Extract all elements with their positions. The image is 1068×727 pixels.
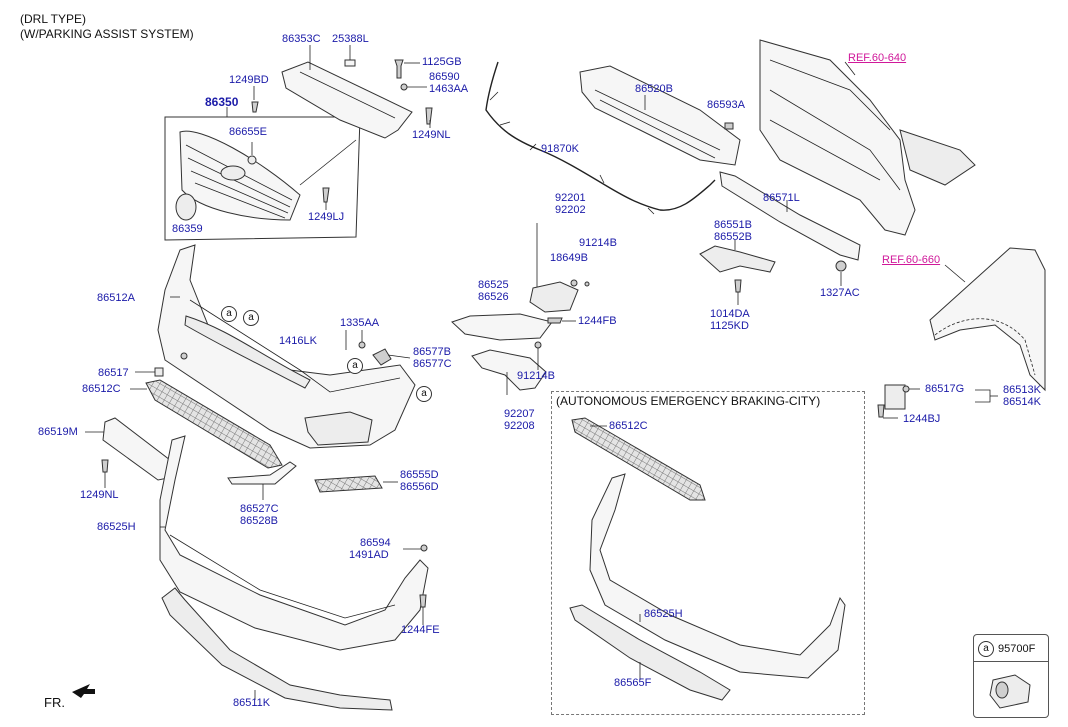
- label-1416LK: 1416LK: [279, 335, 317, 347]
- label-86577C: 86577C: [413, 358, 452, 370]
- bumper-trim: [227, 461, 297, 485]
- lower-bumper-lip: [159, 435, 429, 651]
- front-bumper-cover: [157, 244, 416, 449]
- legend-divider: [974, 661, 1048, 662]
- fog-lamp-cover-upper: [451, 313, 553, 341]
- label-1249NL-upper: 1249NL: [412, 129, 451, 141]
- energy-absorber: [579, 65, 741, 166]
- aeb-variant-box: [551, 391, 865, 715]
- label-86555D: 86555D: [400, 469, 439, 481]
- grille-emblem: [220, 165, 246, 181]
- label-25388L: 25388L: [332, 33, 369, 45]
- clip-25388L: [344, 59, 356, 67]
- aeb-lower-grille: [571, 417, 706, 501]
- front-carrier: [759, 39, 916, 236]
- label-86528B: 86528B: [240, 515, 278, 527]
- label-1125GB: 1125GB: [422, 56, 462, 68]
- label-86551B: 86551B: [714, 219, 752, 231]
- label-86556D: 86556D: [400, 481, 439, 493]
- label-86512C: 86512C: [82, 383, 121, 395]
- label-86594: 86594: [360, 537, 391, 549]
- label-86590: 86590: [429, 71, 460, 83]
- label-92207: 92207: [504, 408, 535, 420]
- label-1125KD: 1125KD: [710, 320, 749, 332]
- label-86527C: 86527C: [240, 503, 279, 515]
- fog-lamp-cover-lower: [471, 349, 547, 391]
- label-92201: 92201: [555, 192, 586, 204]
- label-86512C-aeb: 86512C: [609, 420, 648, 432]
- lower-lip-skid: [161, 587, 393, 711]
- callout-a-1: a: [221, 306, 237, 322]
- label-86517G: 86517G: [925, 383, 965, 395]
- ref-60-640-link[interactable]: REF.60-640: [848, 52, 907, 64]
- label-86511K: 86511K: [233, 697, 271, 709]
- label-1335AA: 1335AA: [340, 317, 380, 329]
- callout-a-2: a: [243, 310, 259, 326]
- label-86513K: 86513K: [1003, 384, 1041, 396]
- legend-box: a 95700F: [973, 634, 1049, 718]
- label-91214B-lower: 91214B: [517, 370, 555, 382]
- label-91214B-upper: 91214B: [579, 237, 617, 249]
- aeb-title: (AUTONOMOUS EMERGENCY BRAKING-CITY): [556, 394, 821, 408]
- header-line1: (DRL TYPE): [20, 12, 87, 26]
- label-86512A: 86512A: [97, 292, 135, 304]
- aeb-lower-bumper-lip: [589, 473, 846, 679]
- label-86577B: 86577B: [413, 346, 451, 358]
- grille-inset-frame: [164, 116, 361, 241]
- label-1244BJ: 1244BJ: [903, 413, 941, 425]
- fog-lamp-bracket: [529, 281, 579, 313]
- label-86350: 86350: [205, 95, 239, 109]
- ref-60-660-link[interactable]: REF.60-660: [882, 254, 941, 266]
- label-86525H-aeb: 86525H: [644, 608, 683, 620]
- label-86525H: 86525H: [97, 521, 136, 533]
- aeb-lower-lip-skid: [569, 604, 731, 701]
- label-18649B: 18649B: [550, 252, 588, 264]
- label-86514K: 86514K: [1003, 396, 1041, 408]
- label-91870K: 91870K: [541, 143, 579, 155]
- grille-upper-cover: [281, 61, 413, 139]
- parking-sensor-wiring: [485, 61, 716, 211]
- emblem-86359: [175, 193, 197, 221]
- label-1463AA: 1463AA: [429, 83, 469, 95]
- header-line2: (W/PARKING ASSIST SYSTEM): [20, 27, 194, 41]
- side-bracket: [699, 245, 776, 273]
- label-86552B: 86552B: [714, 231, 752, 243]
- label-1491AD: 1491AD: [349, 549, 389, 561]
- label-1244FE: 1244FE: [401, 624, 440, 636]
- label-1249LJ: 1249LJ: [308, 211, 345, 223]
- label-86353C: 86353C: [282, 33, 321, 45]
- callout-a-4: a: [416, 386, 432, 402]
- label-1249NL-lower: 1249NL: [80, 489, 119, 501]
- label-92208: 92208: [504, 420, 535, 432]
- lower-grille: [145, 379, 283, 469]
- label-86593A: 86593A: [707, 99, 745, 111]
- legend-part-number: 95700F: [998, 643, 1036, 655]
- label-92202: 92202: [555, 204, 586, 216]
- label-86571L: 86571L: [763, 192, 800, 204]
- label-86525: 86525: [478, 279, 509, 291]
- label-1014DA: 1014DA: [710, 308, 750, 320]
- front-arrow-icon: [72, 684, 95, 698]
- license-plate-bracket: [102, 417, 171, 481]
- bumper-upper-grille: [184, 315, 311, 389]
- label-86526: 86526: [478, 291, 509, 303]
- callout-a-3: a: [347, 358, 363, 374]
- label-86517: 86517: [98, 367, 129, 379]
- fog-lamp-hole: [304, 411, 373, 446]
- lower-beam: [719, 171, 861, 261]
- label-86519M: 86519M: [38, 426, 78, 438]
- label-86359: 86359: [172, 223, 203, 235]
- label-86565F: 86565F: [614, 677, 652, 689]
- label-1327AC: 1327AC: [820, 287, 860, 299]
- side-trim: [314, 475, 383, 493]
- label-1249BD: 1249BD: [229, 74, 269, 86]
- front-direction-label: FR.: [44, 695, 65, 710]
- legend-circle: a: [978, 641, 994, 657]
- label-1244FB: 1244FB: [578, 315, 617, 327]
- label-86520B: 86520B: [635, 83, 673, 95]
- label-86655E: 86655E: [229, 126, 267, 138]
